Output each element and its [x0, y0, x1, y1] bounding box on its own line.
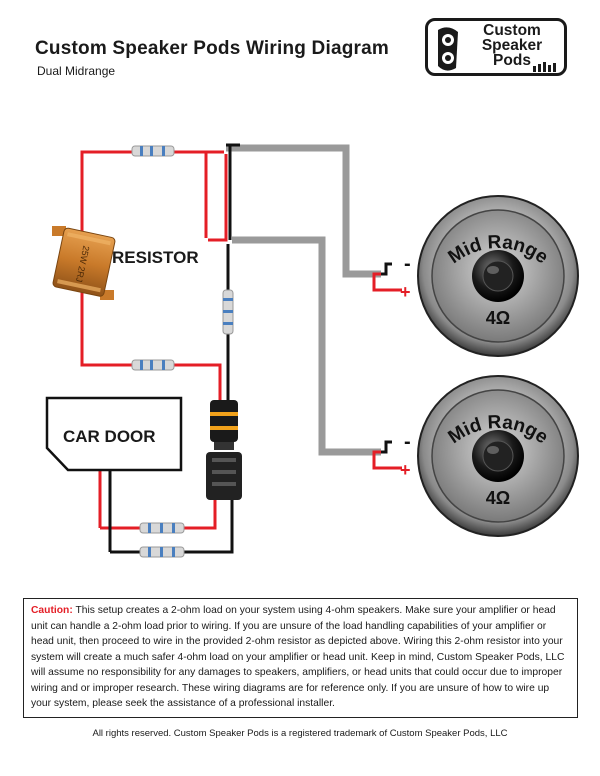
resistor-label: RESISTOR	[112, 248, 199, 267]
equalizer-bars-icon	[533, 62, 556, 72]
speaker-impedance: 4Ω	[486, 308, 510, 328]
butt-connector	[139, 522, 185, 534]
caution-text: This setup creates a 2-ohm load on your …	[31, 605, 565, 709]
car-door-label: CAR DOOR	[63, 427, 156, 446]
butt-connector	[131, 359, 175, 371]
plug-connector	[206, 400, 242, 500]
positive-terminal-label: +	[400, 282, 411, 302]
brand-logo: Custom Speaker Pods	[425, 18, 567, 76]
caution-label: Caution:	[31, 605, 73, 616]
caution-notice: Caution: This setup creates a 2-ohm load…	[23, 598, 578, 718]
black-wire	[108, 143, 392, 554]
positive-terminal-label: +	[400, 460, 411, 480]
butt-connector	[222, 289, 234, 335]
butt-connector	[139, 546, 185, 558]
negative-terminal-label: -	[404, 253, 411, 275]
footer-copyright: All rights reserved. Custom Speaker Pods…	[92, 728, 508, 739]
gray-wire	[226, 144, 381, 456]
midrange-speaker-bottom: Mid Range 4Ω	[417, 375, 579, 537]
power-resistor: 25W 2RJ	[52, 226, 116, 300]
page-subtitle: Dual Midrange	[37, 64, 116, 78]
wiring-diagram: 25W 2RJ Mid Range 4Ω - + Mid Rang	[45, 143, 579, 558]
negative-terminal-label: -	[404, 431, 411, 453]
midrange-speaker-top: Mid Range 4Ω	[417, 195, 579, 357]
speaker-impedance: 4Ω	[486, 488, 510, 508]
car-door-shape	[45, 396, 183, 472]
speaker-pod-logo-icon	[438, 27, 458, 71]
butt-connector	[131, 145, 175, 157]
logo-wordmark: Custom Speaker Pods	[481, 22, 543, 69]
page-title: Custom Speaker Pods Wiring Diagram	[35, 38, 389, 59]
